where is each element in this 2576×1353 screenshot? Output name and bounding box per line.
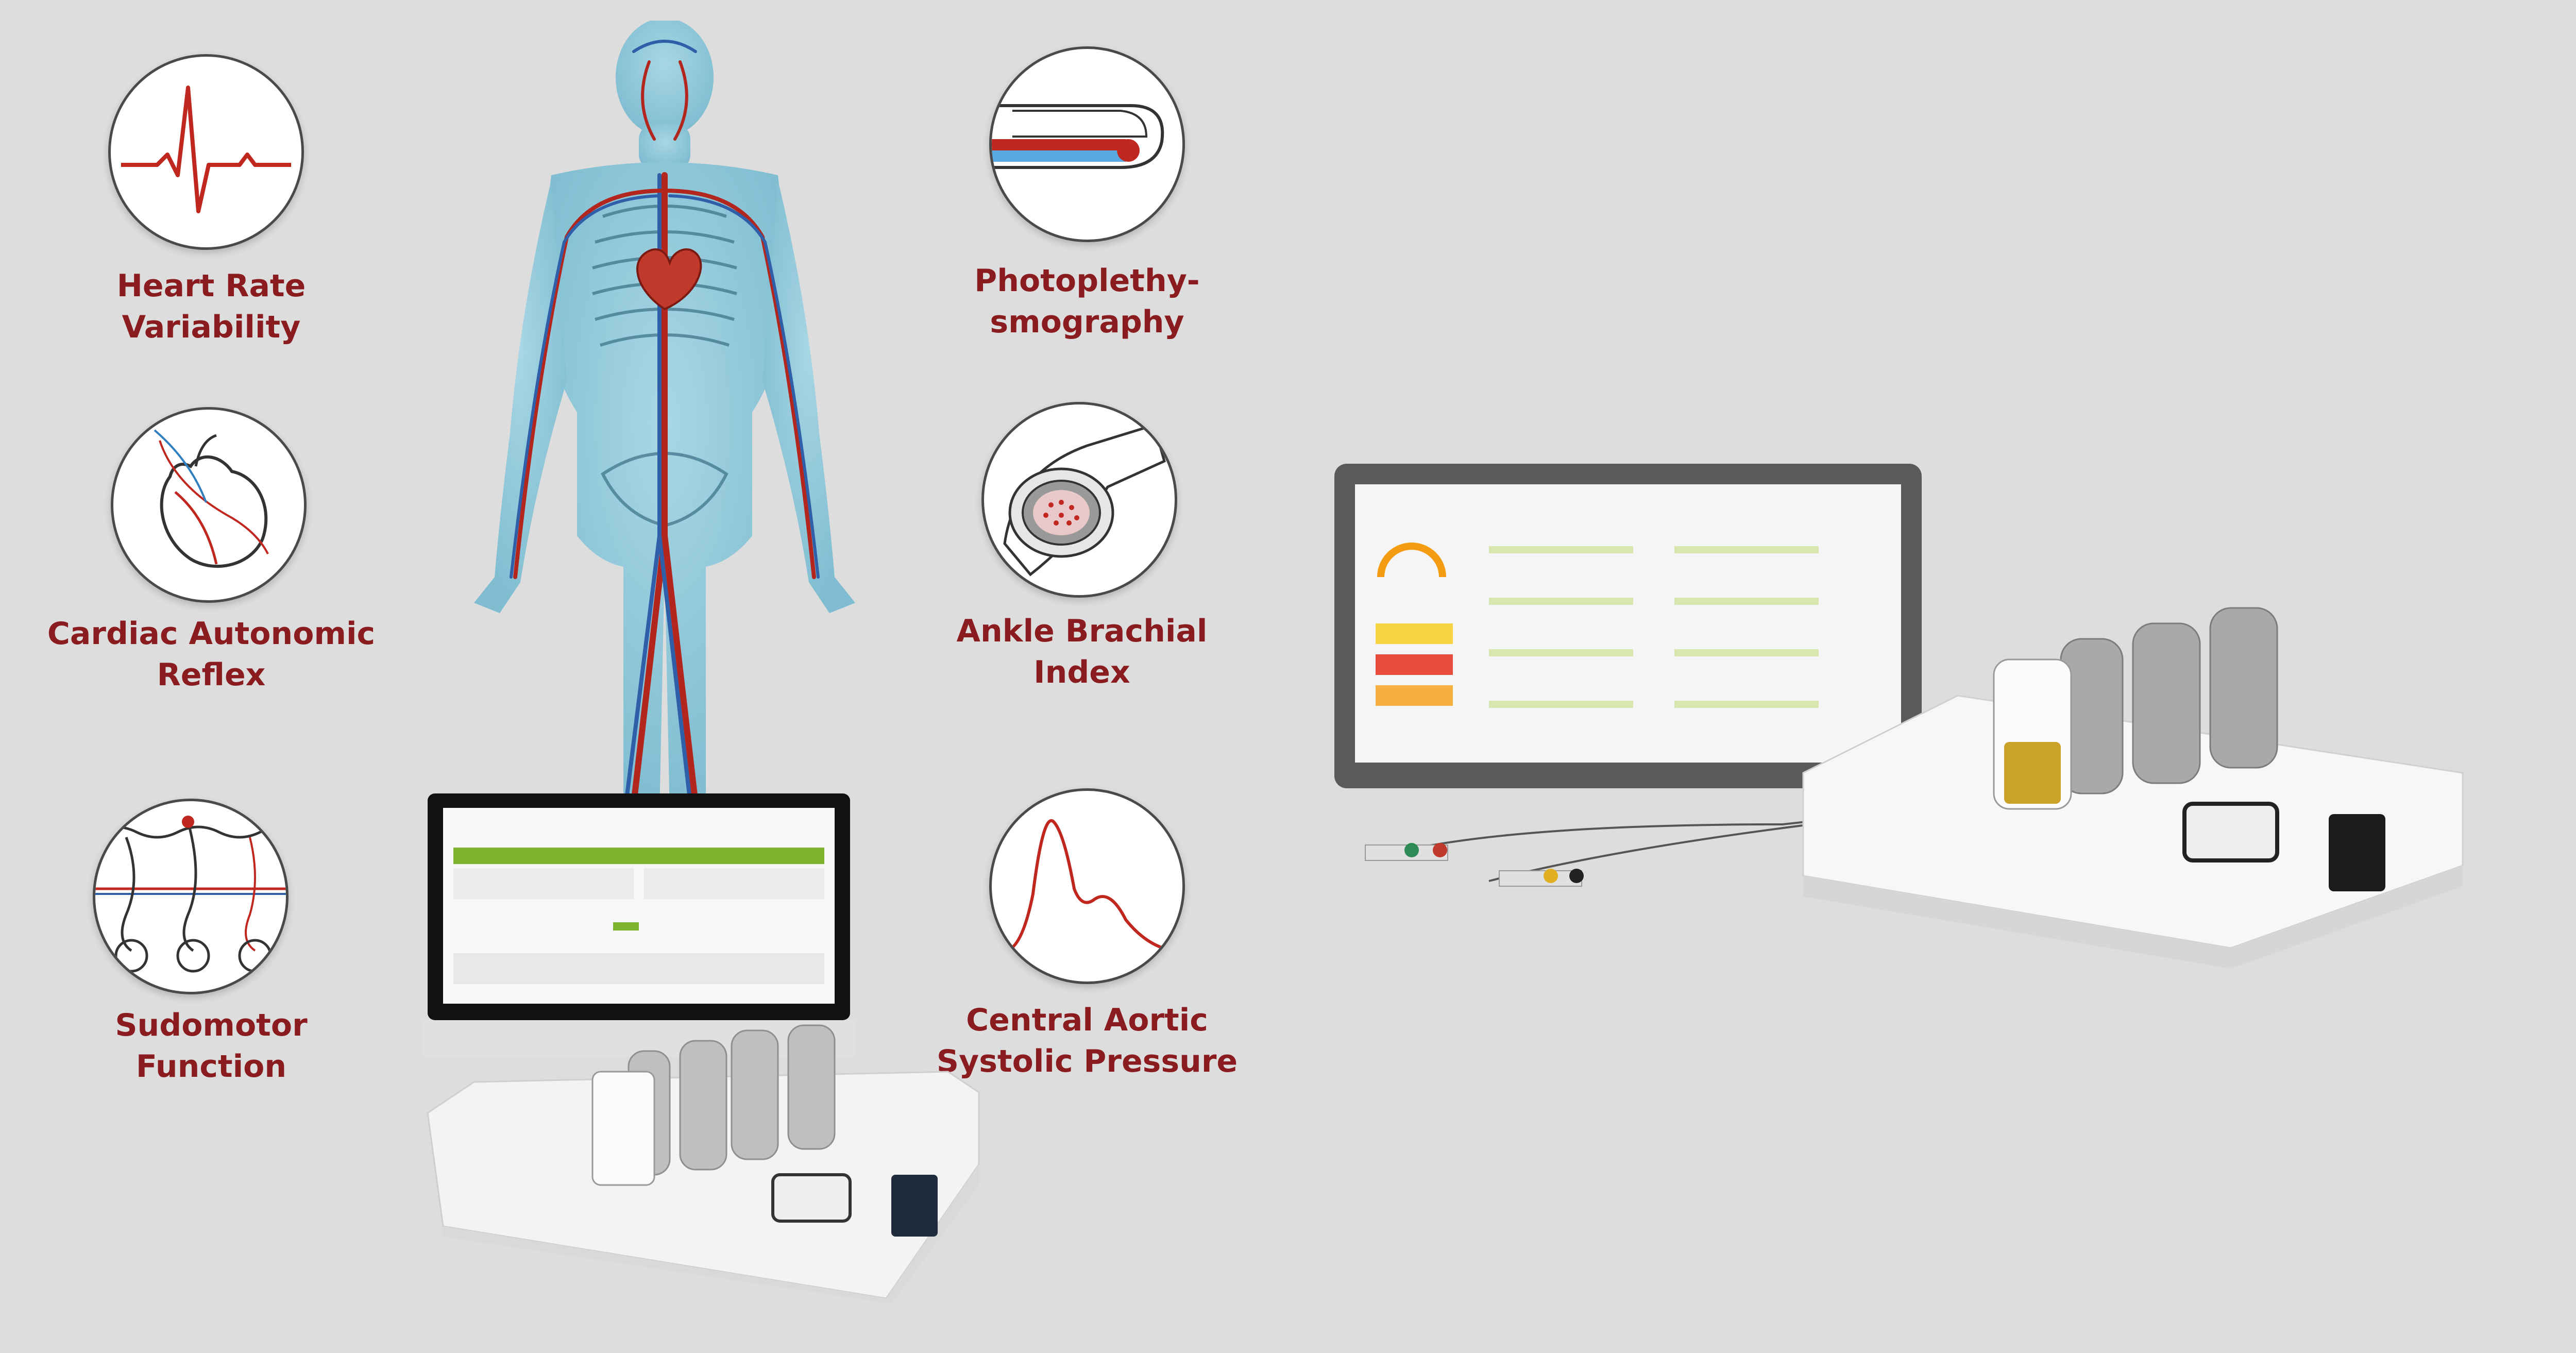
device-all-in-one-station bbox=[412, 783, 999, 1309]
feature-label: Ankle Brachial Index bbox=[956, 613, 1208, 690]
ecg-wave-icon bbox=[108, 54, 304, 250]
artery-cross-section-icon bbox=[981, 402, 1177, 598]
feature-label: Photoplethy- smography bbox=[974, 263, 1200, 340]
anatomy-figure bbox=[464, 21, 866, 824]
pulse-waveform-icon bbox=[989, 788, 1185, 984]
device-monitor-and-base bbox=[1319, 453, 2473, 969]
sweat-gland-icon bbox=[93, 799, 289, 994]
feature-label: Cardiac Autonomic Reflex bbox=[47, 616, 376, 693]
feature-label: Heart Rate Variability bbox=[116, 268, 306, 345]
feature-label: Sudomotor Function bbox=[115, 1007, 308, 1085]
feature-label: Central Aortic Systolic Pressure bbox=[936, 1002, 1238, 1079]
fingertip-sensor-icon bbox=[989, 46, 1185, 242]
heart-nerves-icon bbox=[111, 407, 307, 603]
